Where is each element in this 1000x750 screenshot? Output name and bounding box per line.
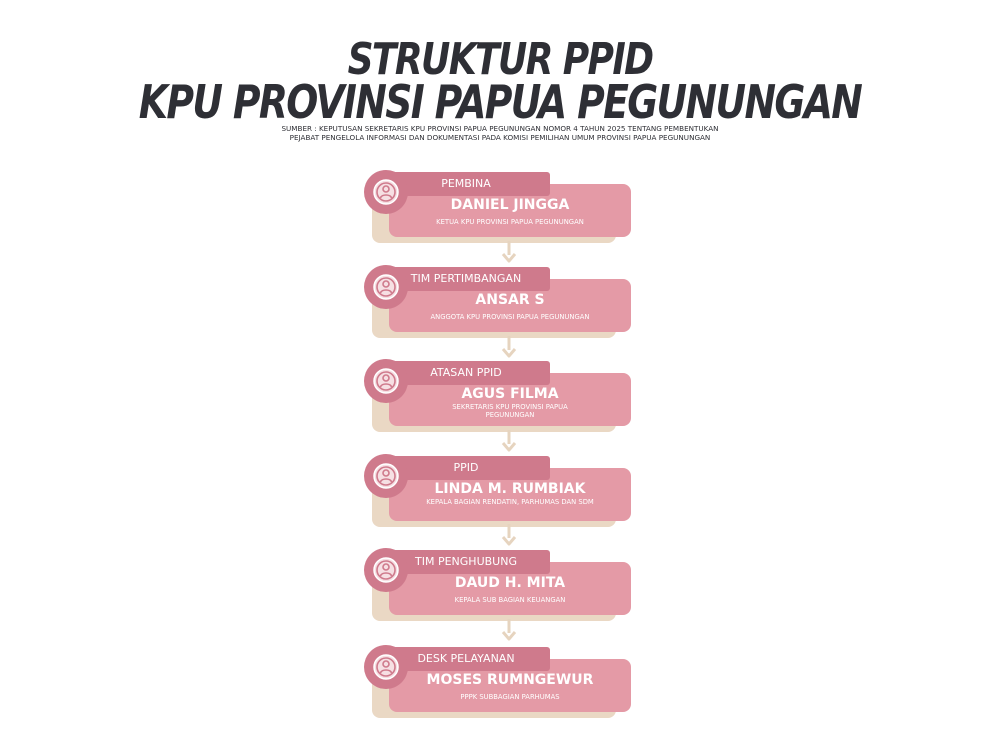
role-label: PEMBINA — [382, 172, 550, 196]
role-label: ATASAN PPID — [382, 361, 550, 385]
user-circle-icon — [364, 454, 408, 498]
person-position: KETUA KPU PROVINSI PAPUA PEGUNUNGAN — [436, 218, 584, 226]
person-name: ANSAR S — [475, 292, 545, 308]
role-label: PPID — [382, 456, 550, 480]
arrow-down-icon — [501, 619, 517, 641]
org-entry-atasan-ppid: ATASAN PPID AGUS FILMA SEKRETARIS KPU PR… — [364, 359, 639, 437]
arrow-down-icon — [501, 336, 517, 358]
person-position: KEPALA SUB BAGIAN KEUANGAN — [454, 596, 566, 604]
arrow-down-icon — [501, 430, 517, 452]
person-position: PPPK SUBBAGIAN PARHUMAS — [460, 693, 560, 701]
page-subtitle: KPU PROVINSI PAPUA PEGUNUNGAN — [138, 75, 863, 129]
user-circle-icon — [364, 548, 408, 592]
person-position: KEPALA BAGIAN RENDATIN, PARHUMAS DAN SDM — [426, 498, 594, 506]
person-position: SEKRETARIS KPU PROVINSI PAPUA PEGUNUNGAN — [452, 403, 568, 419]
arrow-down-icon — [501, 524, 517, 546]
org-entry-tim-penghubung: TIM PENGHUBUNG DAUD H. MITA KEPALA SUB B… — [364, 548, 639, 626]
arrow-down-icon — [501, 241, 517, 263]
person-name: MOSES RUMNGEWUR — [426, 672, 594, 688]
user-circle-icon — [364, 170, 408, 214]
person-name: LINDA M. RUMBIAK — [434, 481, 586, 497]
user-circle-icon — [364, 359, 408, 403]
person-name: DANIEL JINGGA — [450, 197, 570, 213]
person-name: AGUS FILMA — [461, 386, 559, 402]
page-title: STRUKTUR PPID — [347, 34, 654, 85]
person-position: ANGGOTA KPU PROVINSI PAPUA PEGUNUNGAN — [430, 313, 590, 321]
role-label: TIM PERTIMBANGAN — [382, 267, 550, 291]
person-name: DAUD H. MITA — [454, 575, 566, 591]
org-entry-desk-pelayanan: DESK PELAYANAN MOSES RUMNGEWUR PPPK SUBB… — [364, 645, 639, 723]
source-note: SUMBER : KEPUTUSAN SEKRETARIS KPU PROVIN… — [281, 124, 719, 142]
org-entry-tim-pertimbangan: TIM PERTIMBANGAN ANSAR S ANGGOTA KPU PRO… — [364, 265, 639, 343]
org-entry-pembina: PEMBINA DANIEL JINGGA KETUA KPU PROVINSI… — [364, 170, 639, 248]
role-label: TIM PENGHUBUNG — [382, 550, 550, 574]
user-circle-icon — [364, 645, 408, 689]
org-entry-ppid: PPID LINDA M. RUMBIAK KEPALA BAGIAN REND… — [364, 454, 639, 532]
user-circle-icon — [364, 265, 408, 309]
role-label: DESK PELAYANAN — [382, 647, 550, 671]
